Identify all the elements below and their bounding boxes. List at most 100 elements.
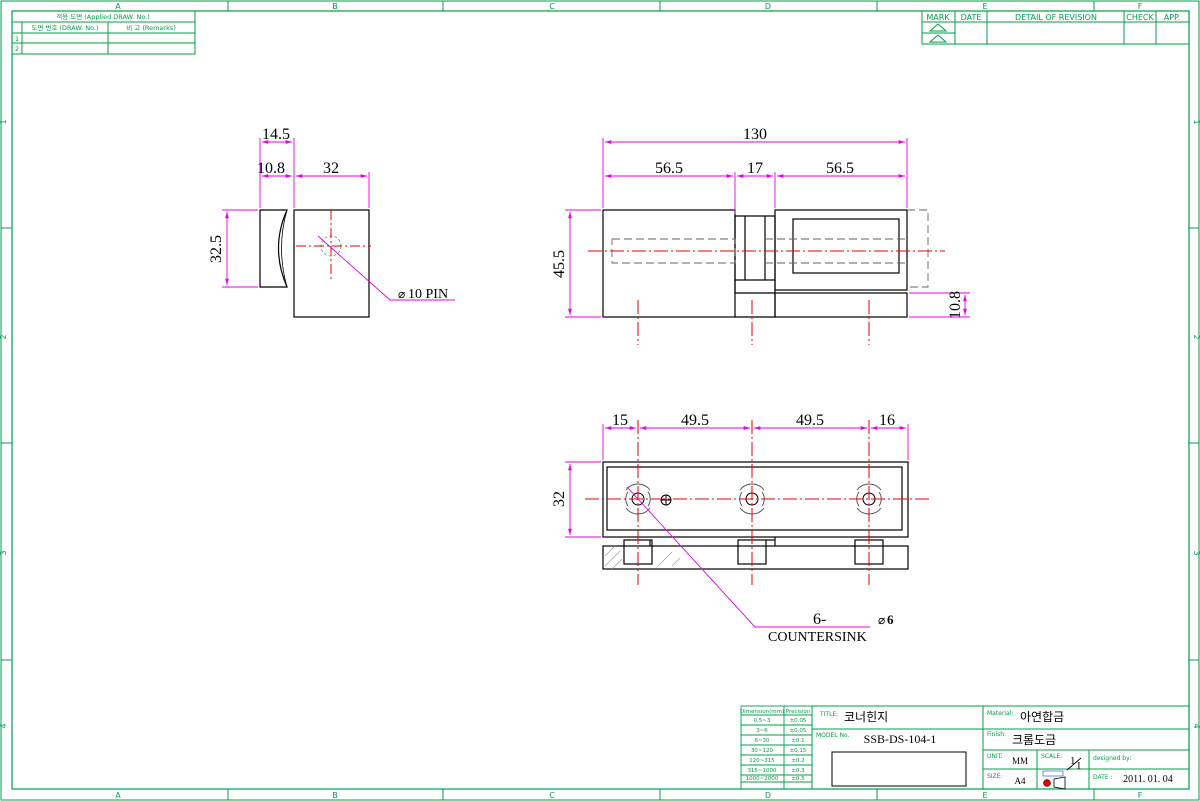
- col-label-f-top: F: [1138, 2, 1143, 11]
- tolerance-value: ±0.2: [791, 758, 804, 764]
- tolerance-value: ±0.5: [791, 776, 805, 782]
- front-view-right-leaf: [774, 209, 908, 291]
- dim-front-overall: 130: [743, 126, 767, 143]
- revision-header-mark: MARK: [926, 13, 950, 22]
- top-view: 15 49.5 49.5 16 32 6- ⌀ 6 COUNTERSINK: [551, 412, 930, 645]
- scale-label: SCALE:: [1041, 753, 1062, 760]
- hole-diameter-symbol: ⌀: [878, 613, 885, 627]
- front-view-knuckle: [734, 215, 776, 281]
- pin-head-symbol-icon: [660, 494, 672, 506]
- pin-diameter-symbol: ⌀: [398, 287, 405, 301]
- front-view: 130 56.5 17 56.5 45.5 10.8: [551, 126, 970, 345]
- col-label-b-top: B: [332, 2, 338, 11]
- title-block: TITLE: MODEL No. Material: Finish: UNIT:…: [811, 705, 1190, 790]
- finish-value: 크롬도금: [1012, 733, 1056, 747]
- top-view-lower-section: [602, 537, 909, 570]
- col-label-f-bottom: F: [1138, 791, 1143, 800]
- tolerance-range: 1000~2000: [746, 776, 779, 782]
- finish-label: Finish:: [987, 731, 1006, 738]
- tolerance-range: 0.5~3: [754, 718, 771, 724]
- row-label-4-right: 4: [1192, 723, 1200, 728]
- front-view-left-leaf: [602, 209, 736, 318]
- material-label: Material:: [987, 710, 1013, 717]
- side-view-main-block: [293, 209, 370, 318]
- tolerance-header-dimension: Dimension(mm): [740, 709, 784, 715]
- row-label-2-right: 2: [1192, 334, 1200, 339]
- pin-callout: 10 PIN: [408, 287, 448, 302]
- model-label: MODEL No.: [816, 732, 850, 739]
- hole-type-label: COUNTERSINK: [768, 630, 867, 645]
- model-value: SSB-DS-104-1: [864, 732, 937, 746]
- date-value: 2011. 01. 04: [1123, 774, 1173, 785]
- front-view-centerlines: [588, 250, 945, 345]
- hole-count: 6-: [813, 611, 826, 628]
- tolerance-range: 315~1000: [747, 768, 777, 774]
- title-value: 코너힌지: [844, 710, 888, 724]
- dim-top-d1: 15: [612, 412, 628, 429]
- row-label-3-left: 3: [0, 550, 8, 555]
- dim-front-seg1: 56.5: [655, 160, 683, 177]
- applied-drawing-table: 적용 도면 (Applied DRAW. No.) 도면 번호 (DRAW. N…: [11, 10, 196, 55]
- applied-table-row-1: 1: [15, 35, 19, 43]
- row-label-1-left: 1: [0, 119, 8, 124]
- revision-header-date: DATE: [961, 13, 982, 22]
- unit-label: UNIT:: [987, 753, 1003, 760]
- revision-table: MARK DATE DETAIL OF REVISION CHECK APP.: [921, 10, 1190, 45]
- tolerance-value: ±0.3: [791, 768, 805, 774]
- col-label-b-bottom: B: [332, 791, 338, 800]
- dim-side-right-block: 32: [323, 160, 339, 177]
- size-label: SIZE:: [987, 773, 1003, 780]
- unit-value: MM: [1012, 756, 1028, 766]
- material-value: 아연합금: [1020, 710, 1064, 724]
- title-label: TITLE:: [819, 711, 838, 718]
- row-label-4-left: 4: [0, 723, 8, 728]
- dim-top-d4: 16: [879, 412, 895, 429]
- scale-numerator: 1: [1070, 755, 1076, 767]
- designed-by-label: designed by:: [1093, 755, 1131, 762]
- applied-table-col-draw-no: 도면 번호 (DRAW. No.): [31, 23, 98, 32]
- col-label-c-bottom: C: [549, 791, 555, 800]
- dim-top-d2: 49.5: [681, 412, 709, 429]
- col-label-c-top: C: [549, 2, 555, 11]
- dim-front-seg2: 17: [747, 160, 763, 177]
- tolerance-range: 30~120: [751, 748, 774, 754]
- applied-table-row-2: 2: [15, 45, 19, 53]
- tolerance-range: 3~6: [756, 728, 768, 734]
- tolerance-value: ±0.15: [790, 748, 807, 754]
- dim-front-right-height: 10.8: [947, 291, 964, 319]
- row-label-2-left: 2: [0, 334, 8, 339]
- scale-denominator: 1: [1076, 760, 1082, 772]
- col-label-e-top: E: [982, 2, 987, 11]
- revision-triangle-2-icon: [928, 34, 948, 43]
- revision-header-detail: DETAIL OF REVISION: [1015, 13, 1097, 22]
- revision-triangle-1-icon: [928, 23, 948, 32]
- top-view-hatch: [604, 545, 681, 570]
- col-label-a-top: A: [115, 2, 121, 11]
- date-label: DATE :: [1093, 774, 1113, 781]
- side-view-centerlines: [296, 210, 371, 282]
- tolerance-range: 6~30: [754, 738, 770, 744]
- col-label-d-top: D: [765, 2, 771, 11]
- side-view: 14.5 10.8 32 32.5 ⌀ 10 PIN: [208, 126, 455, 318]
- front-view-hidden-lines: [611, 209, 929, 288]
- revision-header-check: CHECK: [1126, 13, 1154, 22]
- dim-side-top-overall: 14.5: [262, 126, 290, 143]
- side-view-knuckle: [259, 209, 288, 288]
- dim-top-d3: 49.5: [796, 412, 824, 429]
- tolerance-value: ±0.05: [790, 728, 807, 734]
- applied-table-header: 적용 도면 (Applied DRAW. No.): [56, 12, 150, 21]
- size-value: A4: [1015, 776, 1026, 786]
- dim-side-left-block: 10.8: [257, 160, 285, 177]
- dim-front-height: 45.5: [551, 250, 568, 278]
- col-label-a-bottom: A: [115, 791, 121, 800]
- row-label-1-right: 1: [1192, 119, 1200, 124]
- tolerance-value: ±0.05: [790, 718, 807, 724]
- tolerance-table: Dimension(mm)Precision0.5~3±0.053~6±0.05…: [740, 705, 813, 790]
- row-label-3-right: 3: [1192, 550, 1200, 555]
- dim-side-height: 32.5: [208, 235, 225, 263]
- tolerance-range: 120~315: [749, 758, 775, 764]
- applied-table-col-remarks: 비 고 (Remarks): [126, 23, 176, 32]
